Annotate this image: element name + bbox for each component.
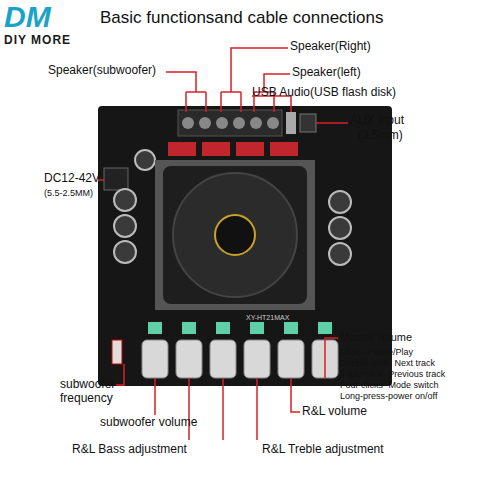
power-label: (5.5-2.5MM) — [44, 188, 93, 198]
connector-label: USB Audio(USB flash disk) — [252, 86, 396, 100]
control-note: Triple-click- Previous track — [340, 369, 445, 379]
fan-blades — [173, 173, 297, 297]
knobs — [142, 340, 338, 378]
brand-name: DIY MORE — [4, 34, 71, 48]
heatsink — [155, 160, 315, 310]
board-model: XY-HT21MAX — [246, 314, 289, 322]
leader-lines — [98, 48, 348, 440]
control-note: Long-press-power on/off — [340, 391, 437, 401]
control-label: subwoofer volume — [100, 416, 197, 430]
control-note: Four clicks- Mode switch — [340, 380, 439, 390]
usb-port — [286, 112, 296, 134]
control-label: Master volume — [340, 331, 412, 344]
screw-terminals — [178, 110, 282, 136]
trim-pots — [148, 322, 332, 334]
control-note: Double-click- Next track — [340, 358, 435, 368]
connector-label: Speaker(subwoofer) — [48, 64, 156, 78]
fan-hub — [215, 215, 255, 255]
brand-logo: DM — [4, 0, 51, 35]
control-label: R&L Bass adjustment — [72, 443, 187, 457]
diagram-title: Basic functionsand cable connections — [100, 8, 384, 28]
pcb-board — [98, 106, 392, 386]
connector-label: Speaker(left) — [292, 66, 361, 80]
connector-label: Speaker(Right) — [290, 40, 371, 54]
connector-label: AUX input — [350, 114, 404, 128]
power-switch — [112, 340, 122, 364]
control-note: Click - Pause/Play — [340, 347, 413, 357]
film-capacitors — [168, 142, 298, 156]
control-label: subwoofer frequency — [60, 378, 130, 406]
control-label: R&L volume — [302, 405, 367, 419]
control-label: R&L Treble adjustment — [262, 443, 384, 457]
fan-frame — [163, 166, 307, 304]
power-label: DC12-42V — [44, 172, 100, 186]
connector-label: (3.5mm) — [358, 129, 403, 143]
aux-jack — [300, 114, 316, 132]
dc-jack — [104, 168, 128, 190]
